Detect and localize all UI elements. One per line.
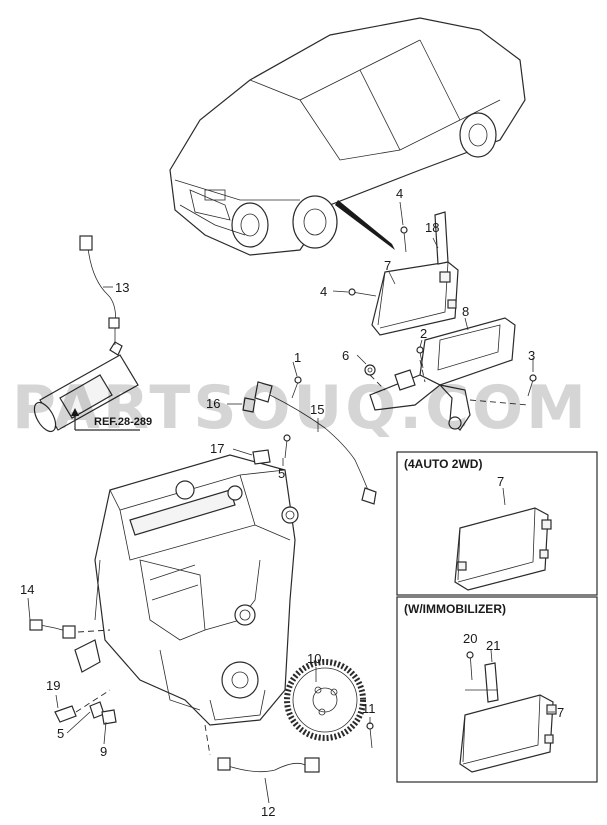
exhaust-assembly xyxy=(33,235,140,433)
inset-immobilizer-callout-20: 20 xyxy=(463,631,477,646)
sensors xyxy=(29,376,377,773)
inset-4auto-callout-7: 7 xyxy=(497,474,504,489)
callout-6: 6 xyxy=(342,348,349,363)
callout-8: 8 xyxy=(462,304,469,319)
callout-18: 18 xyxy=(425,220,439,235)
callout-7: 7 xyxy=(384,258,391,273)
callout-4-upper: 4 xyxy=(396,186,403,201)
leader-lines xyxy=(27,201,534,804)
callout-13: 13 xyxy=(115,280,129,295)
callout-17: 17 xyxy=(210,441,224,456)
inset-immobilizer: (W/IMMOBILIZER) 20 21 7 xyxy=(396,596,598,783)
callout-3: 3 xyxy=(528,348,535,363)
callout-15: 15 xyxy=(310,402,324,417)
callout-12: 12 xyxy=(261,804,275,819)
callout-1: 1 xyxy=(294,350,301,365)
callout-5-upper: 5 xyxy=(278,466,285,481)
callout-4-lower: 4 xyxy=(320,284,327,299)
callout-16: 16 xyxy=(206,396,220,411)
watermark: PARTSOUQ.COM xyxy=(12,373,589,443)
inset-4auto-2wd: (4AUTO 2WD) 7 xyxy=(396,451,598,596)
callout-10: 10 xyxy=(307,651,321,666)
inset-4auto-title: (4AUTO 2WD) xyxy=(404,457,482,471)
callout-5-lower: 5 xyxy=(57,726,64,741)
engine-block xyxy=(74,454,299,726)
callout-labels: 1 2 3 4 4 5 5 6 7 8 9 10 11 12 13 14 15 … xyxy=(20,186,535,819)
callout-9: 9 xyxy=(100,744,107,759)
callout-2: 2 xyxy=(420,326,427,341)
inset-immobilizer-title: (W/IMMOBILIZER) xyxy=(404,602,506,616)
ecu-assembly xyxy=(348,211,537,431)
callout-19: 19 xyxy=(46,678,60,693)
inset-immobilizer-callout-21: 21 xyxy=(486,638,500,653)
callout-14: 14 xyxy=(20,582,34,597)
reference-label: REF.28-289 xyxy=(94,416,152,428)
inset-immobilizer-callout-7: 7 xyxy=(557,705,564,720)
car-illustration xyxy=(169,17,526,256)
callout-11: 11 xyxy=(362,701,376,716)
